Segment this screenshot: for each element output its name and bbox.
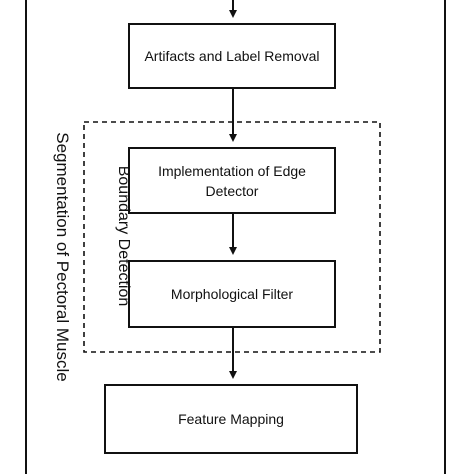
morphological-filter-label: Morphological Filter <box>170 286 294 302</box>
edge-detector-box: Implementation of Edge Detector <box>128 147 336 214</box>
feature-mapping-label: Feature Mapping <box>178 411 284 427</box>
morphological-filter-box: Morphological Filter <box>128 260 336 328</box>
artifacts-removal-label: Artifacts and Label Removal <box>144 48 320 64</box>
segmentation-label: Segmentation of Pectoral Muscle <box>53 132 72 382</box>
boundary-detection-label: Boundary Detection <box>115 165 132 307</box>
artifacts-removal-box: Artifacts and Label Removal <box>128 23 336 89</box>
edge-detector-label: Implementation of Edge Detector <box>158 162 306 199</box>
feature-mapping-box: Feature Mapping <box>104 384 358 454</box>
